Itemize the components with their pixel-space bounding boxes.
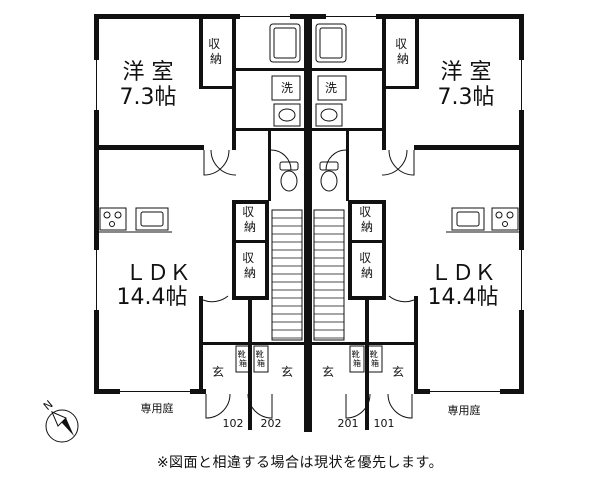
unit-number-101: 101	[374, 417, 395, 430]
washroom-right: 洗	[325, 81, 337, 95]
compass-label: N	[41, 398, 56, 413]
closet-top-left: 収 納	[208, 37, 224, 66]
stair-treads	[272, 217, 344, 339]
washer-space	[271, 75, 347, 101]
closet-mid-a-right-c1: 収	[359, 205, 371, 219]
closet-mid-a-left-c2: 納	[244, 220, 256, 234]
ldk-name-right: ＬＤＫ	[430, 261, 496, 286]
closet-top-right-c1: 収	[395, 37, 407, 51]
shoe-box-a-right-c1: 靴	[352, 349, 360, 359]
windows	[94, 14, 524, 394]
interior-walls-left	[99, 19, 304, 430]
closet-mid-a-left: 収 納	[242, 205, 258, 234]
floor-plan: 洋 室 7.3帖 収 納 洗 ＬＤＫ 14.4帖 収 納 収 納 玄 玄 靴 箱…	[41, 14, 524, 443]
closet-mid-b-right: 収 納	[359, 251, 375, 280]
north-arrow-icon: N	[41, 398, 79, 443]
washbasin-icon	[273, 103, 343, 127]
shoe-box-a-left-c2: 箱	[239, 358, 247, 368]
shoe-box-b-right-c1: 靴	[370, 349, 378, 359]
closet-top-right: 収 納	[395, 37, 411, 66]
entrance-b-left: 玄	[281, 364, 293, 379]
western-room-name-left: 洋 室	[123, 60, 174, 85]
washroom-left: 洗	[281, 81, 293, 95]
entrance-b-right: 玄	[392, 364, 404, 379]
ldk-size-left: 14.4帖	[117, 285, 188, 310]
western-room-name-right: 洋 室	[441, 60, 492, 85]
ldk-size-right: 14.4帖	[428, 285, 499, 310]
closet-top-left-c2: 納	[210, 52, 222, 66]
shoe-box-a-right: 靴 箱	[352, 349, 363, 368]
shoe-box-b-left: 靴 箱	[256, 349, 267, 368]
closet-top-right-c2: 納	[397, 52, 409, 66]
private-garden-right: 専用庭	[448, 403, 481, 417]
entrance-a-right: 玄	[322, 364, 334, 379]
closet-mid-b-right-c1: 収	[359, 251, 371, 265]
closet-mid-a-right: 収 納	[359, 205, 375, 234]
sink-icon	[99, 207, 519, 233]
unit-number-201: 201	[338, 417, 359, 430]
shoe-box-a-left: 靴 箱	[238, 349, 249, 368]
shoe-box-b-left-c1: 靴	[256, 349, 264, 359]
shoe-box-b-left-c2: 箱	[257, 358, 265, 368]
footer-note: ※図面と相違する場合は現状を優先します。	[156, 455, 444, 471]
private-garden-left: 専用庭	[141, 401, 174, 415]
toilet-icon	[279, 161, 339, 192]
closet-mid-a-left-c1: 収	[242, 205, 254, 219]
closet-mid-b-left-c1: 収	[242, 251, 254, 265]
shoe-box-a-left-c1: 靴	[238, 349, 246, 359]
bathtub-icon	[269, 23, 347, 63]
unit-number-202: 202	[261, 417, 282, 430]
western-room-size-right: 7.3帖	[438, 85, 495, 110]
door-swings	[202, 149, 415, 419]
closet-mid-a-right-c2: 納	[361, 220, 373, 234]
western-room-size-left: 7.3帖	[120, 85, 177, 110]
closet-mid-b-left: 収 納	[242, 251, 258, 280]
kitchen-stove-icon	[99, 207, 519, 231]
closet-top-left-c1: 収	[208, 37, 220, 51]
ldk-name-left: ＬＤＫ	[125, 261, 191, 286]
closet-mid-b-left-c2: 納	[244, 266, 256, 280]
interior-walls-right	[312, 19, 519, 430]
entrance-a-left: 玄	[212, 364, 224, 379]
shoe-box-a-right-c2: 箱	[353, 358, 361, 368]
stairs-icon	[271, 209, 345, 341]
shoe-box-outlines	[235, 345, 383, 373]
shoe-box-b-right-c2: 箱	[371, 358, 379, 368]
unit-number-102: 102	[223, 417, 244, 430]
closet-mid-b-right-c2: 納	[361, 266, 373, 280]
shoe-box-b-right: 靴 箱	[370, 349, 381, 368]
